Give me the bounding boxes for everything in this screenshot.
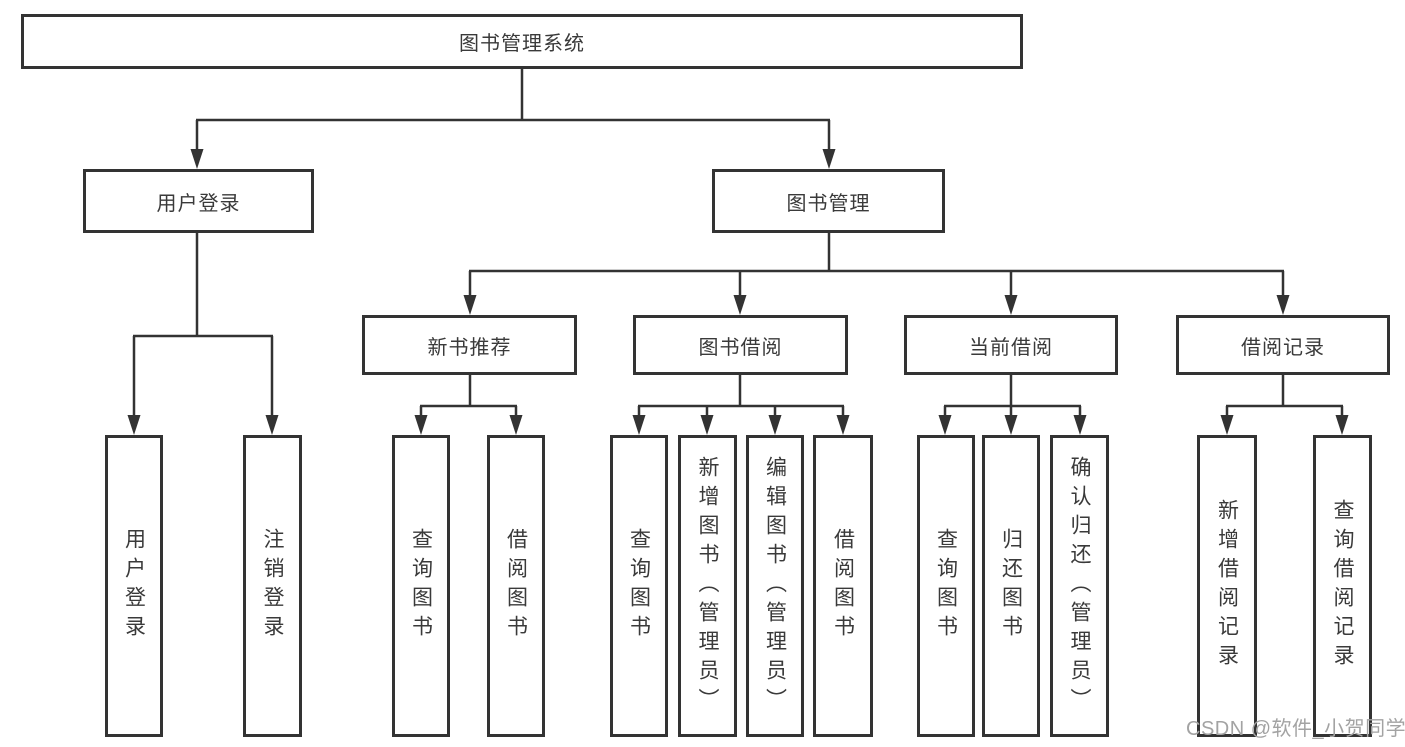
csdn-watermark: CSDN @软件_小贺同学: [1186, 718, 1405, 740]
node-book-management-label: 图书管理: [786, 192, 871, 215]
leaf-query-books-recommend: 查询图书: [392, 435, 450, 737]
node-current-borrowing-label: 当前借阅: [969, 336, 1053, 359]
node-root: 图书管理系统: [21, 14, 1023, 69]
node-borrowing-records: 借阅记录: [1176, 315, 1390, 375]
leaf-confirm-return-admin: 确认归还（管理员）: [1050, 435, 1109, 737]
leaf-edit-book-admin: 编辑图书（管理员）: [746, 435, 804, 737]
node-user-login: 用户登录: [83, 169, 314, 233]
leaf-query-borrow-record: 查询借阅记录: [1313, 435, 1372, 737]
node-book-management: 图书管理: [712, 169, 945, 233]
node-new-book-recommend: 新书推荐: [362, 315, 577, 375]
leaf-user-login: 用户登录: [105, 435, 163, 737]
node-borrowing-records-label: 借阅记录: [1241, 336, 1325, 359]
leaf-query-books-borrowing: 查询图书: [610, 435, 668, 737]
leaf-logout: 注销登录: [243, 435, 302, 737]
node-book-borrowing-label: 图书借阅: [698, 336, 783, 359]
leaf-borrow-books-recommend: 借阅图书: [487, 435, 545, 737]
node-book-borrowing: 图书借阅: [633, 315, 848, 375]
leaf-borrow-books-borrowing: 借阅图书: [813, 435, 873, 737]
leaf-return-book: 归还图书: [982, 435, 1040, 737]
leaf-add-book-admin: 新增图书（管理员）: [678, 435, 737, 737]
node-user-login-label: 用户登录: [156, 192, 241, 215]
node-new-book-recommend-label: 新书推荐: [427, 336, 512, 359]
leaf-query-books-current: 查询图书: [917, 435, 975, 737]
node-root-label: 图书管理系统: [459, 33, 585, 55]
node-current-borrowing: 当前借阅: [904, 315, 1118, 375]
leaf-add-borrow-record: 新增借阅记录: [1197, 435, 1257, 737]
